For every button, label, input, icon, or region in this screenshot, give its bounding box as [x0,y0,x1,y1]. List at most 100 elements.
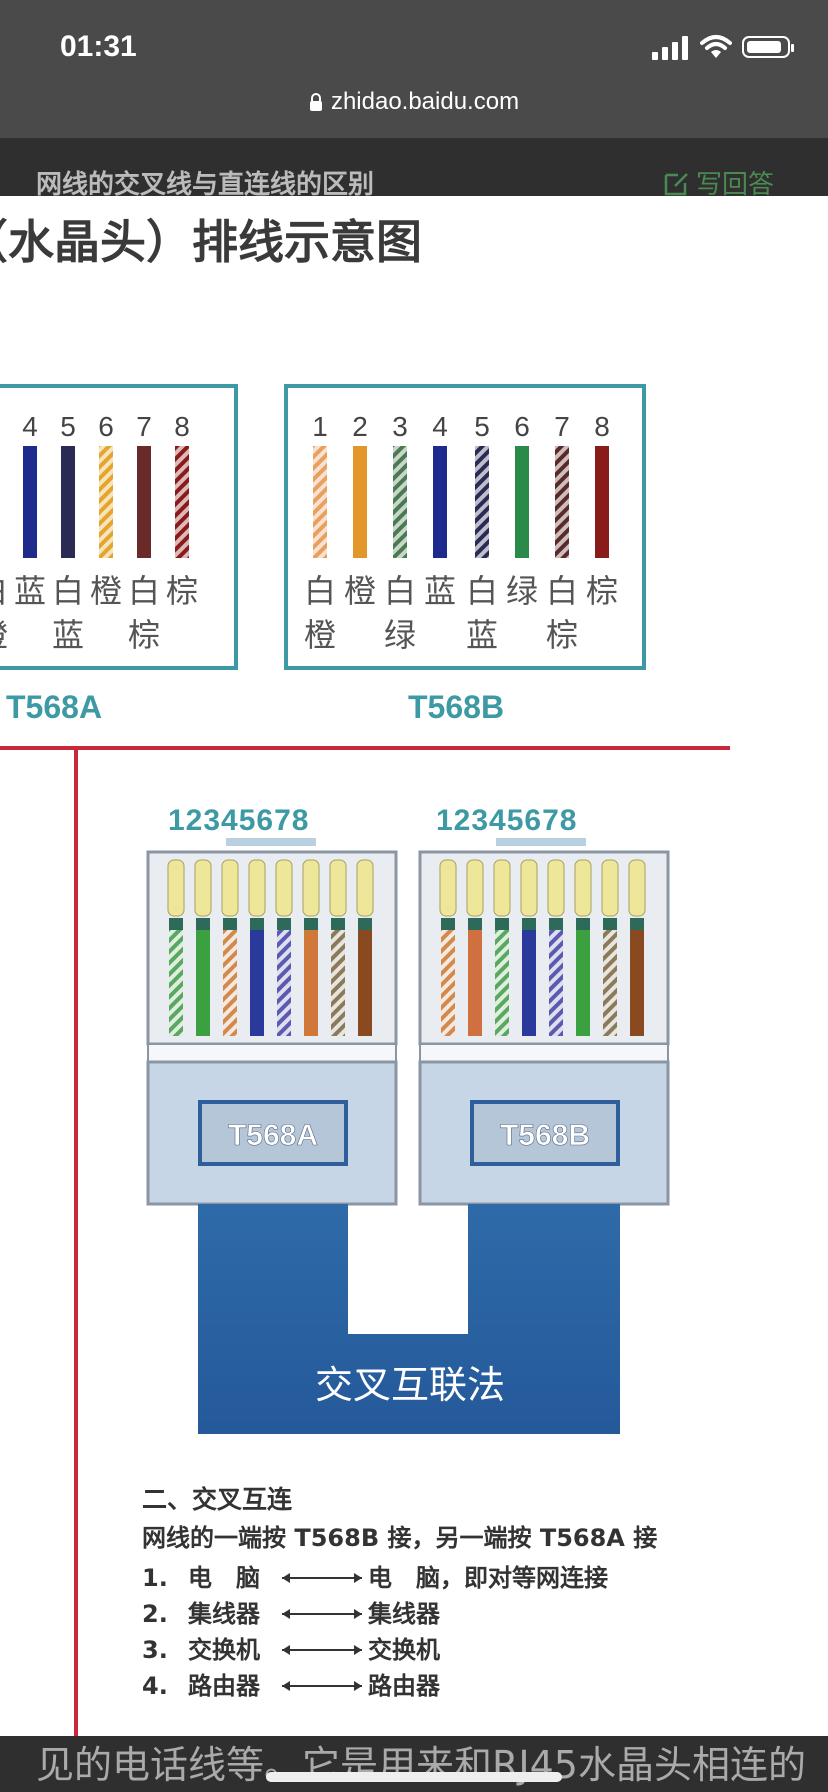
connector-b-label-box [470,1100,620,1166]
page-header: 网线的交叉线与直连线的区别 写回答 [0,138,828,201]
pin-number: 6 [514,411,530,442]
color-label: 绿 [384,616,416,654]
wire [630,930,644,1036]
color-label: 橙 [0,616,8,654]
diagram-heading: （水晶头）排线示意图 [0,215,422,269]
pin-contact [628,859,646,917]
edit-icon [664,172,688,195]
wire [137,446,151,558]
connector-a-label: T568A [228,1119,318,1152]
wire-stripe [393,446,407,558]
connector-b-wires [439,859,646,1036]
pin-base [441,918,455,930]
wire-stripe [549,930,563,1036]
notes-title: 二、交叉互连 [142,1485,293,1514]
pin-contact [574,859,592,917]
notes-list: 1.电 脑电 脑，即对等网连接2.集线器集线器3.交换机交换机4.路由器路由器 [142,1564,608,1700]
wire-stripe [99,446,113,558]
wire-stripe [313,446,327,558]
wire [468,930,482,1036]
wire [61,446,75,558]
pin-base [223,918,237,930]
pin-number: 6 [98,411,114,442]
wire-stripe [175,446,189,558]
arrow-head-right [354,1681,362,1691]
pin-number: 8 [174,411,190,442]
pin-base [331,918,345,930]
connector-b: T568B [418,838,670,1206]
wifi-icon [700,35,732,58]
color-label: 棕 [586,572,618,610]
wire-stripe [223,930,237,1036]
pin-base [304,918,318,930]
pin-contact [493,859,511,917]
pin-contact [275,859,293,917]
connector-a: T568A [146,838,398,1206]
arrow-head-right [354,1573,362,1583]
connector-a-numbers: 12345678 [168,804,309,837]
wire [250,930,264,1036]
connector-b-numbers: 12345678 [436,804,577,837]
wiring-diagram: （水晶头）排线示意图 45678 白蓝白橙白棕 橙蓝棕 T568A 123456… [0,215,730,1736]
color-label: 白 [128,572,160,610]
pin-contact [466,859,484,917]
pin-base [468,918,482,930]
pin-contact [520,859,538,917]
page-title: 网线的交叉线与直连线的区别 [36,170,375,200]
answer-image[interactable]: （水晶头）排线示意图 45678 白蓝白橙白棕 橙蓝棕 T568A 123456… [0,196,828,1736]
t568b-wires [313,446,609,558]
arrow-head-left [282,1573,290,1583]
wire-stripe [169,930,183,1036]
pin-number: 7 [554,411,570,442]
pin-number: 5 [474,411,490,442]
wire [595,446,609,558]
wire-stripe [331,930,345,1036]
url-bar[interactable]: zhidao.baidu.com [0,84,828,138]
write-answer-button[interactable]: 写回答 [664,164,774,201]
arrow-head-left [282,1681,290,1691]
color-label: 白 [52,572,84,610]
t568a-label: T568A [6,689,102,725]
note-right: 交换机 [368,1636,440,1664]
pin-contact [601,859,619,917]
notes-subtitle: 网线的一端按 T568B 接，另一端按 T568A 接 [142,1524,657,1552]
t568a-wires [23,446,189,558]
cellular-signal-icon [652,36,688,60]
t568b-color-row1: 白橙白蓝白绿白棕 [304,572,618,610]
pin-base [522,918,536,930]
pin-number: 8 [594,411,610,442]
wire [304,930,318,1036]
lock-icon [309,93,322,111]
t568a-color-row1: 白蓝白橙白棕 [0,572,198,610]
wire [23,446,37,558]
pin-base [358,918,372,930]
color-label: 白 [0,572,8,610]
note-right: 电 脑，即对等网连接 [368,1564,608,1592]
connector-a-label-box [198,1100,348,1166]
color-label: 白 [466,572,498,610]
pin-number: 1 [312,411,328,442]
pin-contact [302,859,320,917]
wire [576,930,590,1036]
color-label: 蓝 [52,616,84,654]
home-indicator[interactable] [266,1772,562,1782]
arrow-head-right [354,1609,362,1619]
note-number: 4. [142,1672,168,1700]
pin-base [495,918,509,930]
wire [353,446,367,558]
battery-level [747,41,781,53]
color-label: 蓝 [466,616,498,654]
arrow-head-right [354,1645,362,1655]
pin-contact [194,859,212,917]
pin-base [250,918,264,930]
color-label: 蓝 [14,572,46,610]
color-label: 棕 [128,616,160,654]
color-label: 橙 [344,572,376,610]
crossover-cable [198,1204,620,1434]
pin-base [277,918,291,930]
wire-stripe [277,930,291,1036]
pin-contact [547,859,565,917]
pin-number: 4 [432,411,448,442]
